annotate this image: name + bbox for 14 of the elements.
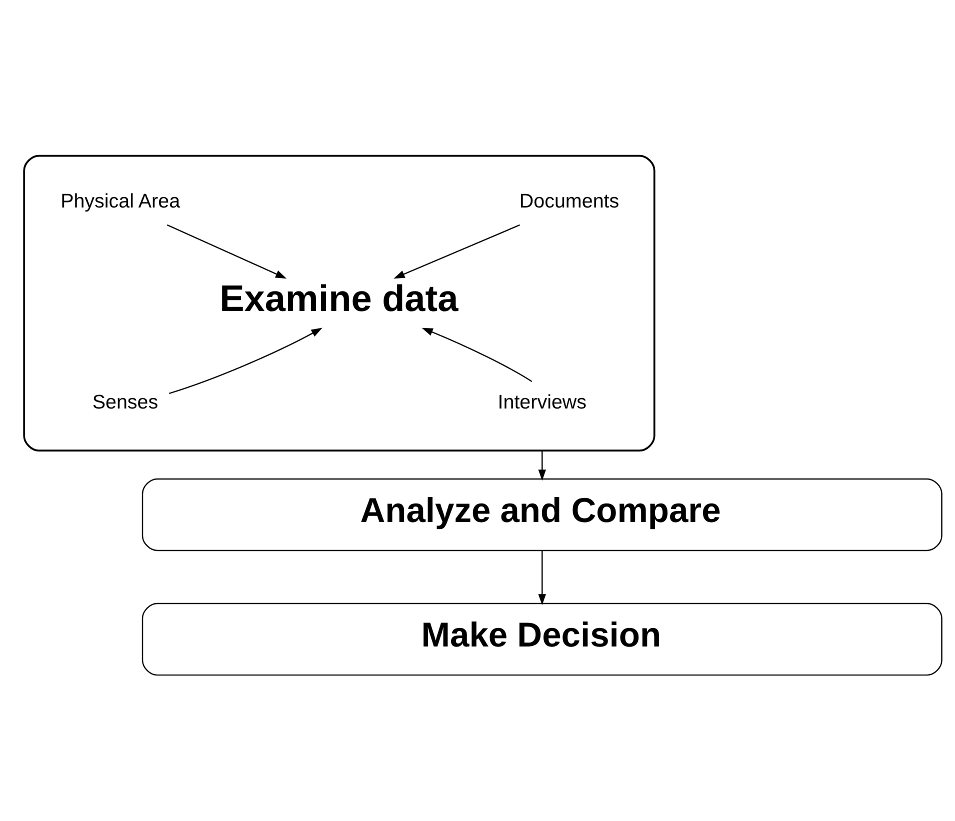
node-text: Physical Area [60, 190, 180, 212]
node-box: Make Decision [141, 602, 942, 676]
arrow [421, 328, 532, 382]
cluster [22, 154, 655, 452]
arrow [538, 450, 546, 481]
node-text: Interviews [497, 391, 586, 414]
arrow [168, 328, 322, 394]
node-text: Senses [92, 391, 158, 414]
arrow [393, 224, 520, 279]
node-text: Examine data [219, 278, 458, 320]
node-text: Documents [518, 190, 619, 212]
arrow [538, 550, 546, 606]
arrow [166, 224, 286, 279]
node-box: Analyze and Compare [141, 478, 942, 552]
